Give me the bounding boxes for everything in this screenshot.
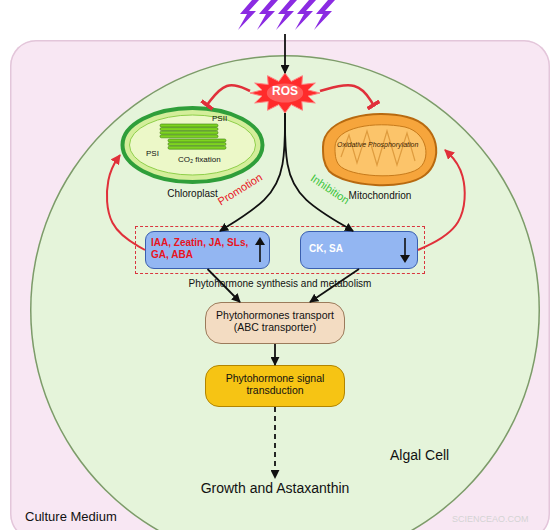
process-box: Phytohormones transport (ABC transporter… <box>205 302 345 344</box>
increase-arrow <box>254 237 266 263</box>
ros-burst: ROS <box>250 73 320 113</box>
arrow-shaft <box>404 238 406 257</box>
arrow-head <box>400 255 410 263</box>
light-arrow <box>284 34 286 73</box>
algal-cell: Algal CellROSPSIIPSICO₂ fixationChloropl… <box>30 55 540 530</box>
connector <box>274 407 276 478</box>
connector <box>208 269 241 302</box>
starburst-shape <box>250 73 320 113</box>
light-bolt <box>257 0 278 30</box>
process-text: Phytohormone signal transduction <box>209 372 341 396</box>
ros-text: ROS <box>250 85 320 99</box>
thylakoid-disc <box>168 139 226 142</box>
process-label: Oxidative Phosphorylation <box>337 141 418 149</box>
decrease-arrow <box>399 237 411 263</box>
thylakoid-disc <box>160 131 218 134</box>
group-label: Phytohormone synthesis and metabolism <box>135 278 425 290</box>
connector <box>285 113 353 231</box>
photosystem-label: PSII <box>212 114 227 123</box>
connector <box>207 85 250 105</box>
arrow-head <box>255 237 265 245</box>
light-bolt <box>295 0 316 30</box>
thylakoid-disc <box>160 128 218 131</box>
mitochondrion-outline <box>323 114 436 185</box>
connector <box>320 85 374 105</box>
process-text: Phytohormones transport (ABC transporter… <box>209 309 341 333</box>
thylakoid-disc <box>168 146 226 149</box>
outcome-text: Growth and Astaxanthin <box>200 478 350 522</box>
connector <box>418 150 465 250</box>
hormone-box: IAA, Zeatin, JA, SLs, GA, ABA <box>145 231 270 269</box>
connector <box>310 269 359 302</box>
hormone-list: IAA, Zeatin, JA, SLs, GA, ABA <box>151 237 253 260</box>
thylakoid-disc <box>168 143 226 146</box>
light-bolt <box>276 0 297 30</box>
connector <box>107 155 145 250</box>
medium-panel: Culture MediumAlgal CellROSPSIIPSICO₂ fi… <box>10 40 550 530</box>
arrow-shaft <box>259 243 261 262</box>
process-box: Phytohormone signal transduction <box>205 365 345 407</box>
light-bolt <box>238 0 259 30</box>
thylakoid-disc <box>160 135 218 138</box>
outcome-text: Growth and Astaxanthin <box>200 480 350 496</box>
connector <box>220 113 285 231</box>
light-bolt <box>314 0 335 30</box>
thylakoid-disc <box>160 124 218 127</box>
cell-label: Algal Cell <box>390 447 490 463</box>
process-label: CO₂ fixation <box>178 155 221 164</box>
chloroplast-outline <box>123 108 263 182</box>
photosystem-label: PSI <box>146 149 159 158</box>
chloroplast-stroma <box>130 115 256 175</box>
connector <box>274 344 276 365</box>
hormone-list: CK, SA <box>309 243 394 255</box>
hormone-group: Phytohormone synthesis and metabolism IAA… <box>135 226 425 296</box>
mitochondrion-matrix <box>335 125 426 176</box>
light-bolts <box>238 0 335 30</box>
hormone-box: CK, SA <box>300 231 418 269</box>
watermark: SCIENCEAO.COM <box>452 514 552 524</box>
